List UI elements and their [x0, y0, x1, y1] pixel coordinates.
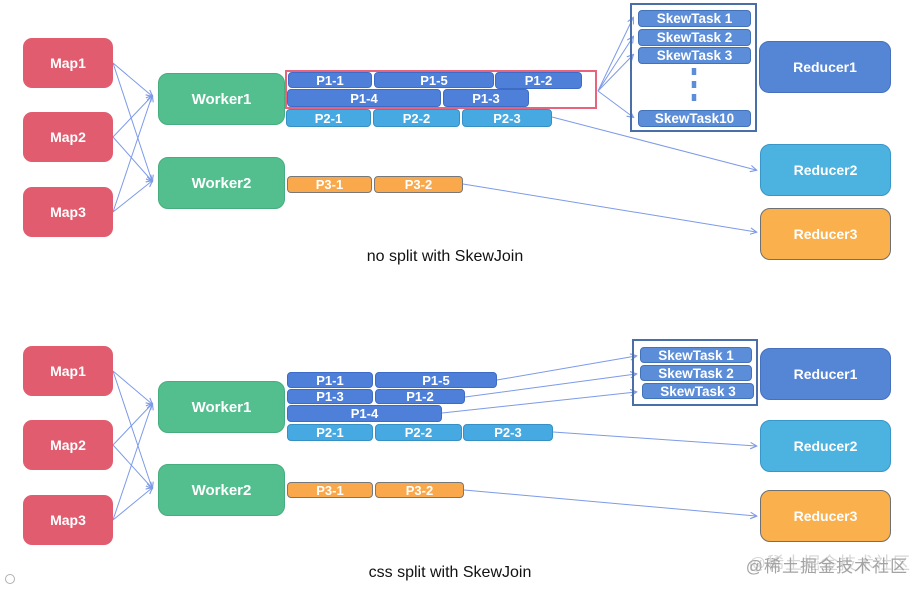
- top-reducer2-node: Reducer2: [760, 144, 891, 196]
- bottom-partition-p3-1: P3-1: [287, 482, 373, 498]
- connector-p1group-skewtask1: [597, 18, 633, 92]
- bottom-partition-p1-4: P1-4: [287, 405, 442, 422]
- bottom-diagram-caption: css split with SkewJoin: [368, 564, 532, 581]
- top-skewtask10-node: SkewTask10: [638, 110, 751, 127]
- bottom-partition-p1-5: P1-5: [375, 372, 497, 388]
- top-map3-node: Map3: [23, 187, 113, 237]
- connector-p1-4-skewtask3: [441, 392, 636, 414]
- top-partition-p2-1: P2-1: [286, 109, 371, 127]
- connector-p3-reducer3: [462, 183, 756, 232]
- top-partition-p1-3: P1-3: [443, 89, 529, 107]
- connector-map2-worker1: [112, 96, 152, 138]
- watermark-text: @稀土掘金技术社区: [745, 557, 908, 576]
- top-reducer1-node: Reducer1: [759, 41, 891, 93]
- bottom-partition-p2-2: P2-2: [375, 424, 462, 441]
- connector-map3-worker1: [112, 96, 152, 213]
- bottom-reducer1-node: Reducer1: [760, 348, 891, 400]
- top-skewtask3-node: SkewTask 3: [638, 47, 751, 64]
- bottom-reducer2-node: Reducer2: [760, 420, 891, 472]
- connector-p1group-skewtask2: [597, 37, 633, 92]
- connector-p1-5-skewtask1: [496, 356, 636, 381]
- connector-map1-worker1: [112, 62, 152, 96]
- bottom-reducer3-node: Reducer3: [760, 490, 891, 542]
- top-map1-node: Map1: [23, 38, 113, 88]
- top-worker2-node: Worker2: [158, 157, 285, 209]
- bottom-map2-node: Map2: [23, 420, 113, 470]
- top-skewtask2-node: SkewTask 2: [638, 29, 751, 46]
- connector-p1group-skewtask10: [597, 90, 633, 117]
- top-partition-p3-2: P3-2: [374, 176, 463, 193]
- connector-map1-worker1: [112, 370, 152, 404]
- top-partition-p1-1: P1-1: [288, 72, 372, 88]
- connector-map2-worker2: [112, 444, 152, 488]
- top-partition-p2-2: P2-2: [373, 109, 460, 127]
- bottom-skewtask1-node: SkewTask 1: [640, 347, 752, 363]
- bottom-partition-p2-1: P2-1: [287, 424, 373, 441]
- bottom-partition-p2-3: P2-3: [463, 424, 553, 441]
- bottom-skewtask2-node: SkewTask 2: [640, 365, 752, 381]
- top-diagram-caption: no split with SkewJoin: [366, 248, 524, 265]
- top-partition-p1-2: P1-2: [495, 72, 582, 89]
- bottom-partition-p1-2: P1-2: [375, 389, 465, 404]
- top-map2-node: Map2: [23, 112, 113, 162]
- connector-map1-worker2: [112, 62, 152, 181]
- top-partition-p3-1: P3-1: [287, 176, 372, 193]
- top-partition-p1-5: P1-5: [374, 72, 494, 88]
- top-skewtask1-node: SkewTask 1: [638, 10, 751, 27]
- bottom-worker2-node: Worker2: [158, 464, 285, 516]
- top-skewtask-group-box: [630, 3, 757, 132]
- bottom-worker1-node: Worker1: [158, 381, 285, 433]
- top-partition-p1-4: P1-4: [287, 89, 441, 107]
- connector-map1-worker2: [112, 370, 152, 488]
- bottom-skewtask-group-box: [632, 339, 758, 406]
- connector-p2-reducer2: [552, 431, 756, 446]
- top-partition-p2-3: P2-3: [462, 109, 552, 127]
- connector-map2-worker2: [112, 136, 152, 181]
- top-reducer3-node: Reducer3: [760, 208, 891, 260]
- connector-map3-worker1: [112, 404, 152, 521]
- bottom-partition-p1-1: P1-1: [287, 372, 373, 388]
- bottom-map3-node: Map3: [23, 495, 113, 545]
- top-worker1-node: Worker1: [158, 73, 285, 125]
- skewed-partition-highlight-rect: [285, 70, 597, 109]
- connector-map3-worker2: [112, 181, 152, 213]
- bottom-skewtask3-node: SkewTask 3: [642, 383, 754, 399]
- bottom-partition-p3-2: P3-2: [375, 482, 464, 498]
- connector-map2-worker1: [112, 404, 152, 446]
- connector-p3-reducer3: [463, 489, 756, 516]
- connector-p1group-skewtask3: [597, 55, 633, 92]
- page-dot: [5, 574, 15, 584]
- connector-map3-worker2: [112, 488, 152, 521]
- bottom-partition-p1-3: P1-3: [287, 389, 373, 404]
- bottom-map1-node: Map1: [23, 346, 113, 396]
